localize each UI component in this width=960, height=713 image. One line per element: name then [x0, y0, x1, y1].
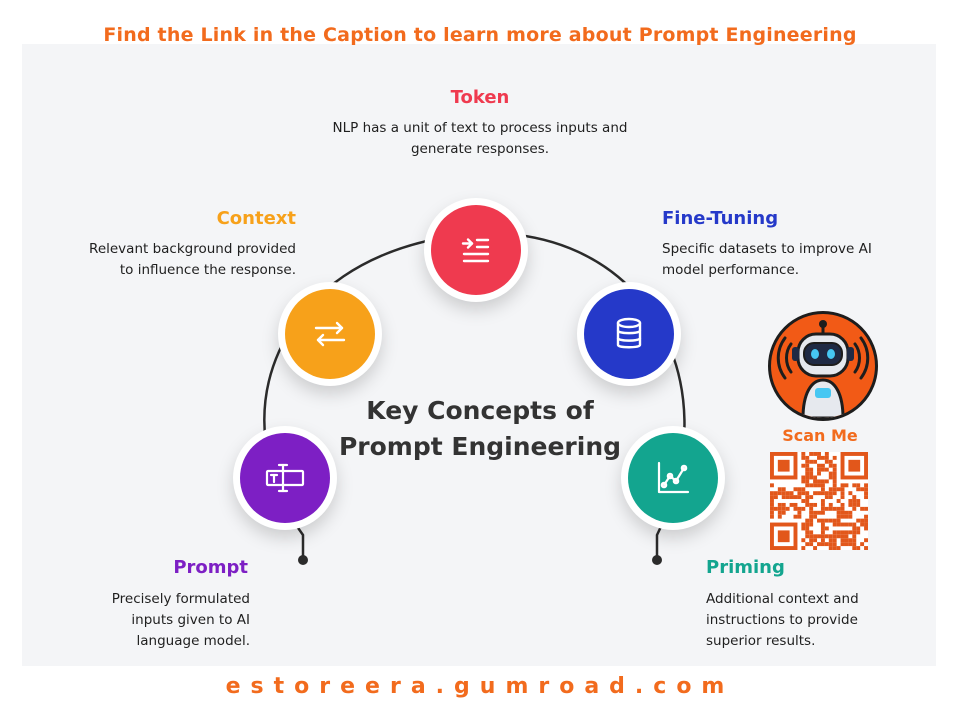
token-description: NLP has a unit of text to process inputs…	[332, 120, 628, 157]
robot-icon	[776, 320, 870, 418]
token-title: Token	[450, 87, 510, 108]
qr-code[interactable]	[770, 452, 868, 550]
text-input-icon	[265, 463, 305, 493]
fine-tuning-description: Specific datasets to improve AI model pe…	[662, 241, 872, 278]
caption-link-banner: Find the Link in the Caption to learn mo…	[103, 24, 857, 46]
prompt-title: Prompt	[173, 557, 248, 578]
store-link[interactable]: estoreera.gumroad.com	[225, 674, 735, 699]
qr-code-icon	[770, 452, 868, 550]
context-title: Context	[216, 208, 296, 229]
prompt-node	[240, 433, 330, 523]
prompt-description: Precisely formulated inputs given to AI …	[111, 591, 250, 649]
priming-description: Additional context and instructions to p…	[706, 591, 859, 649]
swap-arrows-icon	[314, 321, 346, 347]
fine-tuning-node	[584, 289, 674, 379]
robot-logo	[768, 311, 878, 421]
database-icon	[616, 317, 642, 349]
scan-me-label: Scan Me	[782, 426, 858, 445]
priming-node	[628, 433, 718, 523]
fine-tuning-title: Fine-Tuning	[662, 208, 779, 229]
indent-lines-icon	[461, 238, 490, 263]
arc-end-dot-right	[652, 555, 662, 565]
line-chart-icon	[657, 461, 690, 494]
context-node	[285, 289, 375, 379]
priming-title: Priming	[706, 557, 785, 578]
token-node	[431, 205, 521, 295]
arc-end-dot-left	[298, 555, 308, 565]
context-description: Relevant background provided to influenc…	[89, 241, 296, 278]
diagram-title: Key Concepts of Prompt Engineering	[338, 396, 622, 461]
